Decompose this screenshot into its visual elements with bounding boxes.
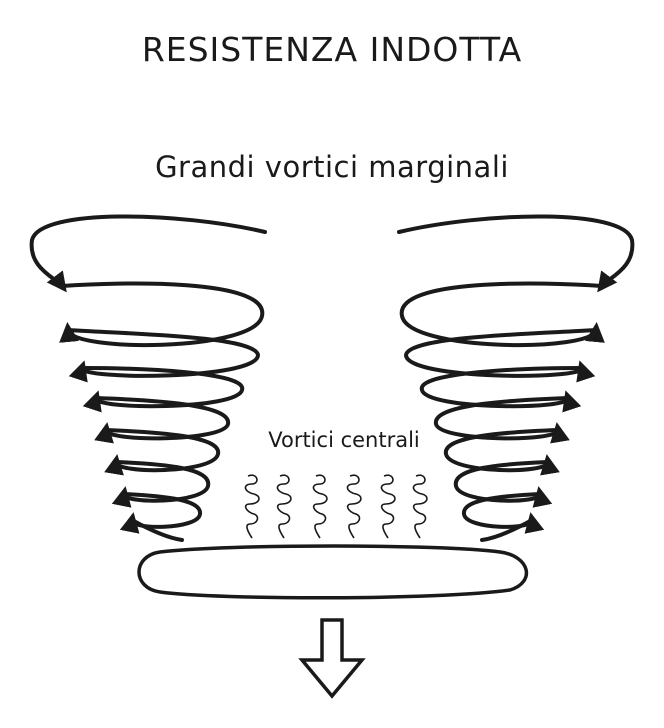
central-vortices bbox=[244, 474, 428, 539]
central-vortex-3 bbox=[312, 474, 328, 539]
down-arrow-icon bbox=[298, 618, 366, 699]
central-vortex-1 bbox=[244, 474, 260, 539]
central-vortex-6 bbox=[412, 474, 428, 539]
central-vortex-2 bbox=[276, 474, 292, 539]
right-wingtip-vortex bbox=[397, 214, 635, 542]
wingtip-vortex-label: Grandi vortici marginali bbox=[155, 150, 509, 184]
central-vortex-label: Vortici centrali bbox=[268, 428, 420, 452]
diagram-title: RESISTENZA INDOTTA bbox=[141, 30, 523, 69]
wing-shape bbox=[137, 544, 529, 600]
central-vortex-5 bbox=[380, 474, 396, 539]
left-wingtip-vortex bbox=[29, 214, 267, 542]
central-vortex-4 bbox=[346, 474, 362, 539]
